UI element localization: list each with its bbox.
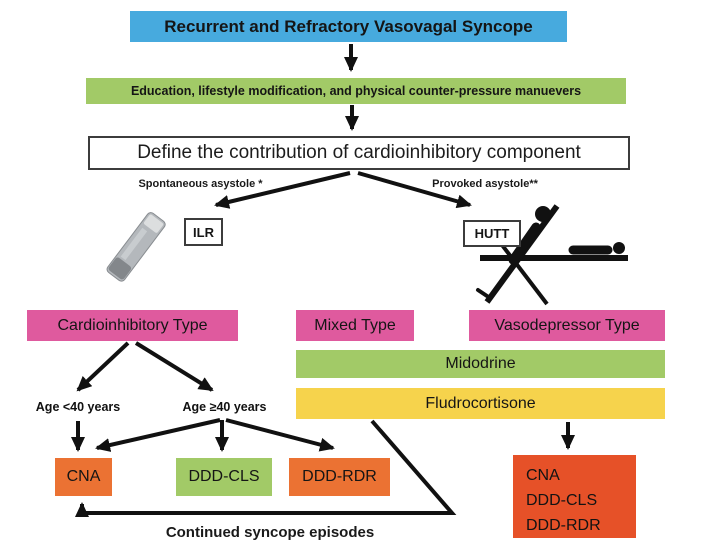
arrow-over40-to-cna <box>95 418 221 452</box>
ddd-rdr-text: DDD-RDR <box>302 468 377 485</box>
ilr-text: ILR <box>193 224 214 240</box>
arrow-cardio-to-age-over40 <box>134 341 214 392</box>
combined-line-cna: CNA <box>526 467 560 484</box>
arrow-define-to-ilr <box>214 171 351 209</box>
ddd-rdr-box: DDD-RDR <box>289 458 390 496</box>
flow-arrows <box>71 44 575 517</box>
cna-text: CNA <box>66 468 101 485</box>
hutt-text: HUTT <box>474 226 510 241</box>
cardioinhibitory-type-box: Cardioinhibitory Type <box>27 310 238 341</box>
arrow-define-to-hutt <box>357 171 472 209</box>
age-over-40-label: Age ≥40 years <box>182 400 267 414</box>
arrow-over40-to-dddrdr <box>225 418 335 452</box>
title-box: Recurrent and Refractory Vasovagal Synco… <box>130 11 567 42</box>
cardioinhibitory-text: Cardioinhibitory Type <box>57 316 208 334</box>
title-text: Recurrent and Refractory Vasovagal Synco… <box>164 16 533 36</box>
combined-therapy-box: CNA DDD-CLS DDD-RDR <box>513 455 636 538</box>
spontaneous-asystole-label: Spontaneous asystole * <box>138 178 263 190</box>
arrow-cardio-to-age-under40 <box>76 341 130 392</box>
fludrocortisone-bar: Fludrocortisone <box>296 388 665 419</box>
combined-line-ddd-cls: DDD-CLS <box>526 492 598 509</box>
mixed-type-box: Mixed Type <box>296 310 414 341</box>
vasodepressor-type-box: Vasodepressor Type <box>469 310 665 341</box>
provoked-asystole-label: Provoked asystole** <box>432 178 538 190</box>
education-bar: Education, lifestyle modification, and p… <box>86 78 626 104</box>
cna-box: CNA <box>55 458 112 496</box>
ilr-label-box: ILR <box>184 218 223 246</box>
vasodepressor-text: Vasodepressor Type <box>494 316 640 334</box>
education-text: Education, lifestyle modification, and p… <box>130 84 582 98</box>
midodrine-text: Midodrine <box>445 355 516 372</box>
combined-line-ddd-rdr: DDD-RDR <box>526 517 601 534</box>
ilr-device-icon <box>106 212 166 282</box>
ddd-cls-text: DDD-CLS <box>188 468 260 485</box>
feedback-loop-arrow <box>75 419 457 517</box>
ddd-cls-box: DDD-CLS <box>176 458 272 496</box>
fludrocortisone-text: Fludrocortisone <box>425 394 536 412</box>
continued-syncope-label: Continued syncope episodes <box>165 524 375 541</box>
midodrine-bar: Midodrine <box>296 350 665 378</box>
define-box: Define the contribution of cardioinhibit… <box>88 136 630 170</box>
define-text: Define the contribution of cardioinhibit… <box>137 142 581 163</box>
age-under-40-label: Age <40 years <box>35 400 121 414</box>
hutt-label-box: HUTT <box>463 220 521 247</box>
hutt-tilt-table-icon <box>476 204 628 306</box>
mixed-text: Mixed Type <box>314 316 396 334</box>
